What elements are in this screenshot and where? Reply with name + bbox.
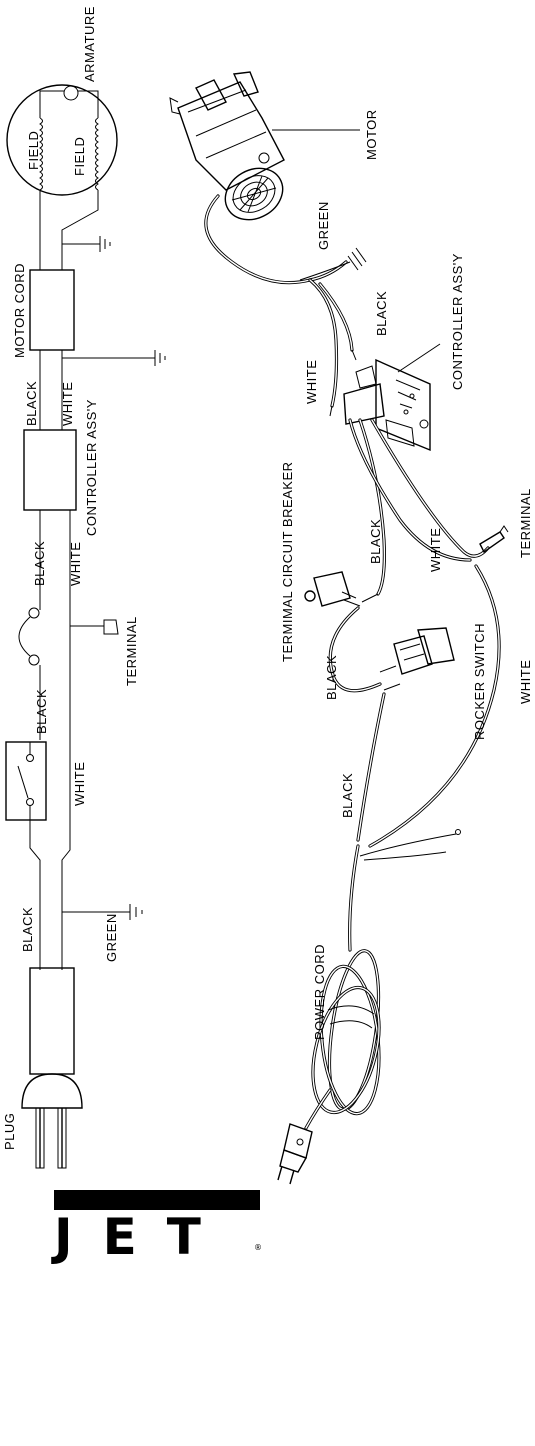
schematic-diagram [5,84,166,1169]
label-white-1: WHITE [60,382,75,426]
circuit-breaker-symbol [28,607,40,619]
label-pic-green: GREEN [316,201,331,250]
terminal-connector [479,531,505,554]
power-cord-coil [311,949,381,1116]
ground-symbol-1 [99,236,111,252]
plug-cord-box [29,967,75,1075]
motor-fan [224,167,284,221]
label-controller: CONTROLLER ASS'Y [84,399,99,536]
switch-box [5,741,47,821]
label-pic-terminal: TERMINAL [518,488,533,558]
label-pic-white-3: WHITE [518,660,533,704]
label-black-4: BLACK [20,907,35,952]
label-pic-power-cord: POWER CORD [312,944,327,1040]
ground-symbol-2 [154,350,166,366]
label-pic-black-1: BLACK [374,291,389,336]
label-black-1: BLACK [24,381,39,426]
circuit-breaker-illustration [304,571,361,607]
motor-illustration [169,71,285,221]
label-field-right: FIELD [72,137,87,176]
label-terminal: TERMINAL [124,616,139,686]
label-white-2: WHITE [68,542,83,586]
label-pic-motor: MOTOR [364,109,379,160]
logo-bar [54,1190,260,1210]
label-pic-black-2: BLACK [368,519,383,564]
terminal-symbol [70,619,119,635]
label-pic-black-3: BLACK [324,655,339,700]
motor-cord-box [29,269,75,351]
field-coil-right [95,117,99,191]
ground-symbol-3 [129,904,143,920]
pictorial-diagram [169,71,509,1185]
label-pic-controller: CONTROLLER ASS'Y [450,253,465,390]
power-plug-illustration [277,1123,313,1185]
registered-mark: ® [254,1243,262,1252]
label-plug: PLUG [2,1113,17,1150]
label-field-left: FIELD [26,131,41,170]
label-pic-circuit-breaker: TERMIMAL CIRCUIT BREAKER [280,461,295,662]
controller-board [343,358,431,452]
label-pic-white-1: WHITE [304,360,319,404]
motor-symbol [6,84,118,196]
field-coil-left [39,117,43,191]
plug-symbol [21,1073,83,1109]
rocker-switch-illustration [379,627,455,691]
controller-box [23,429,77,511]
label-green: GREEN [104,913,119,962]
label-armature: ARMATURE [82,6,97,82]
ground-terminal [347,247,367,271]
jet-logo: JET [54,1190,260,1263]
label-white-3: WHITE [72,762,87,806]
logo-text: JET [54,1208,231,1266]
label-pic-black-4: BLACK [340,773,355,818]
label-motor-cord: MOTOR CORD [12,263,27,358]
label-black-2: BLACK [32,541,47,586]
label-pic-rocker-switch: ROCKER SWITCH [472,623,487,740]
label-pic-white-2: WHITE [428,528,443,572]
label-black-3: BLACK [34,689,49,734]
armature-symbol [63,85,79,101]
